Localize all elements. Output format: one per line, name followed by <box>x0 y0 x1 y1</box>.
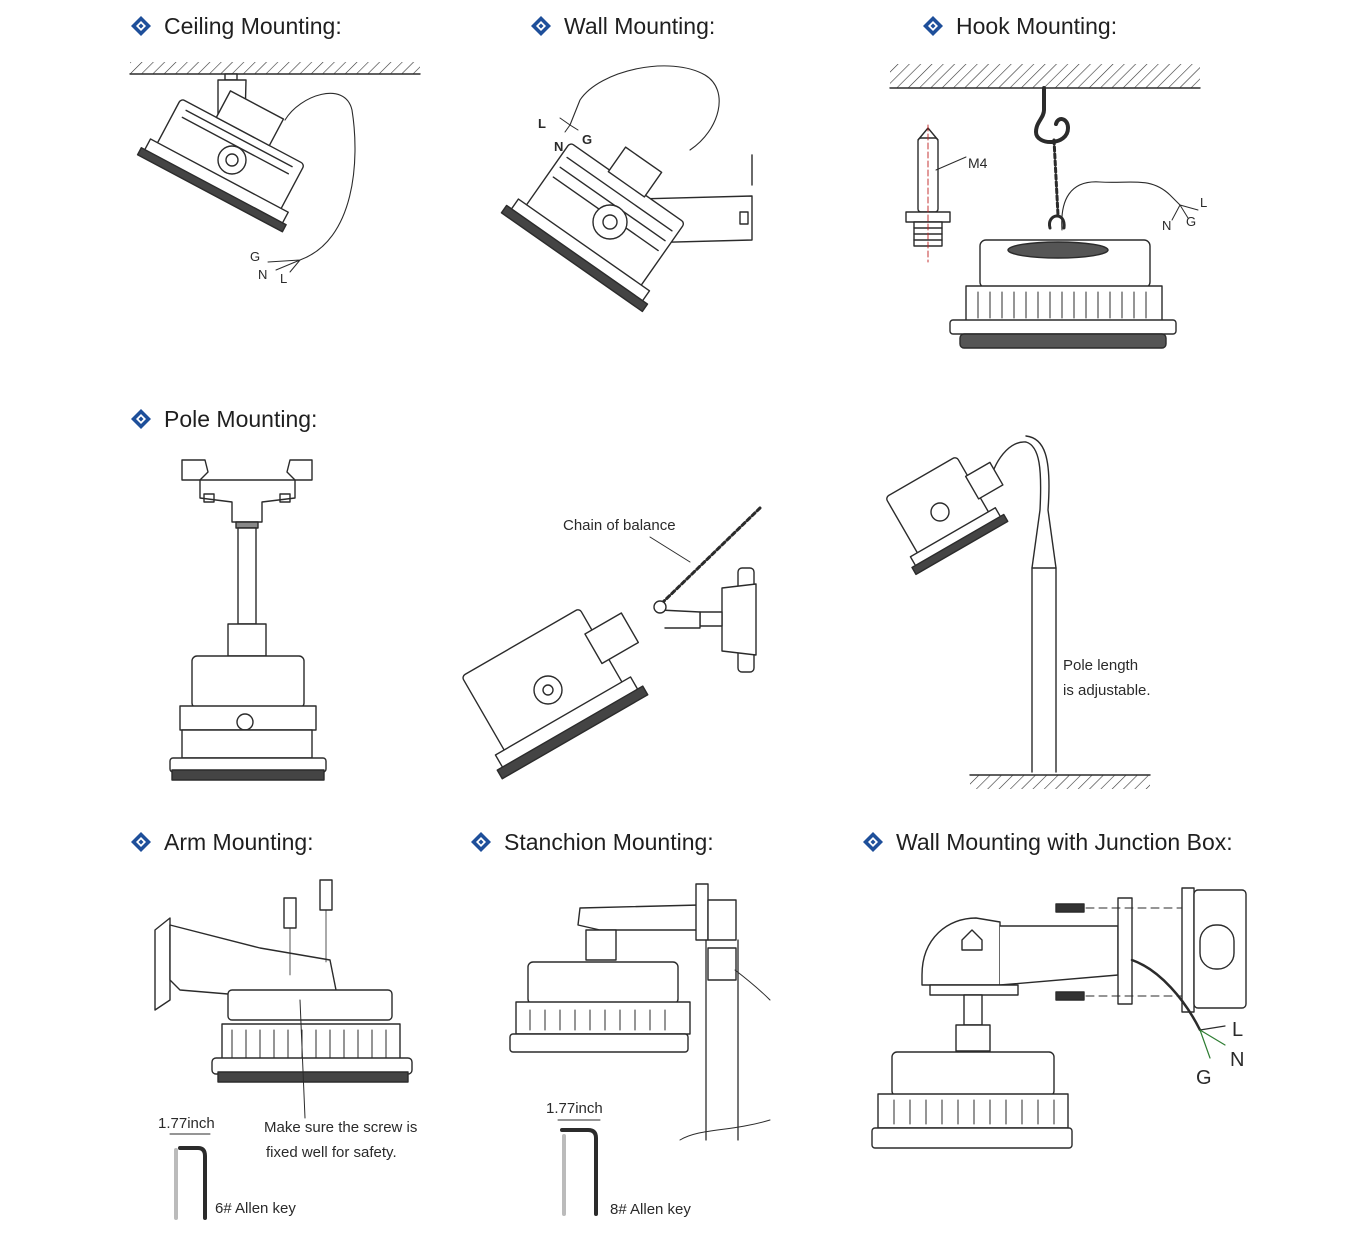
ceiling-mount-drawing <box>129 62 421 273</box>
diamond-bullet-icon <box>471 832 491 852</box>
wire-label-l: L <box>280 271 288 286</box>
heading-text: Stanchion Mounting: <box>504 828 714 855</box>
pole-mount-drawing <box>169 459 327 781</box>
screw-label-m4: M4 <box>968 155 988 171</box>
heading-pole-mounting: Pole Mounting: <box>130 404 317 434</box>
allen-key-dimension-label: 1.77inch <box>546 1100 603 1117</box>
heading-text: Wall Mounting: <box>564 12 716 39</box>
wall-mount-drawing <box>500 65 753 313</box>
hook-mount-drawing <box>889 64 1201 349</box>
allen-key-label: 6# Allen key <box>215 1200 296 1217</box>
safety-note-line-1: Make sure the screw is <box>264 1119 418 1136</box>
pole-length-label-line-1: Pole length <box>1063 657 1139 674</box>
arm-mount-drawing <box>154 879 413 1220</box>
wire-label-l: L <box>1232 1019 1244 1041</box>
allen-key-dimension-label: 1.77inch <box>158 1115 215 1132</box>
heading-text: Arm Mounting: <box>164 828 314 855</box>
stanchion-mount-drawing <box>509 883 771 1216</box>
wire-label-g: G <box>1186 214 1197 229</box>
diamond-bullet-icon <box>131 409 151 429</box>
diamond-bullet-icon <box>131 16 151 36</box>
chain-of-balance-label: Chain of balance <box>563 517 676 534</box>
wire-label-l: L <box>1200 195 1208 210</box>
wire-label-g: G <box>250 249 261 264</box>
heading-stanchion-mounting: Stanchion Mounting: <box>470 827 714 857</box>
heading-text: Hook Mounting: <box>956 12 1118 39</box>
wire-label-g: G <box>1196 1067 1212 1089</box>
heading-wall-junction-mounting: Wall Mounting with Junction Box: <box>862 827 1233 857</box>
heading-text: Wall Mounting with Junction Box: <box>896 828 1233 855</box>
diamond-bullet-icon <box>923 16 943 36</box>
heading-text: Pole Mounting: <box>164 405 318 432</box>
heading-ceiling-mounting: Ceiling Mounting: <box>130 11 342 41</box>
wire-label-n: N <box>1230 1049 1245 1071</box>
wire-label-l: L <box>538 116 546 131</box>
wire-label-n: N <box>258 267 268 282</box>
heading-arm-mounting: Arm Mounting: <box>130 827 314 857</box>
wall-junction-box-drawing <box>871 887 1247 1149</box>
diamond-bullet-icon <box>531 16 551 36</box>
safety-note-line-2: fixed well for safety. <box>266 1144 397 1161</box>
wire-label-n: N <box>554 139 564 154</box>
heading-hook-mounting: Hook Mounting: <box>922 11 1117 41</box>
allen-key-label: 8# Allen key <box>610 1201 691 1218</box>
diamond-bullet-icon <box>863 832 883 852</box>
pole-side-chain-drawing <box>462 506 762 780</box>
heading-text: Ceiling Mounting: <box>164 12 342 39</box>
pole-length-label-line-2: is adjustable. <box>1063 682 1151 699</box>
diamond-bullet-icon <box>131 832 151 852</box>
wire-label-g: G <box>582 132 593 147</box>
gooseneck-pole-drawing <box>886 435 1151 789</box>
heading-wall-mounting: Wall Mounting: <box>530 11 715 41</box>
wire-label-n: N <box>1162 218 1172 233</box>
